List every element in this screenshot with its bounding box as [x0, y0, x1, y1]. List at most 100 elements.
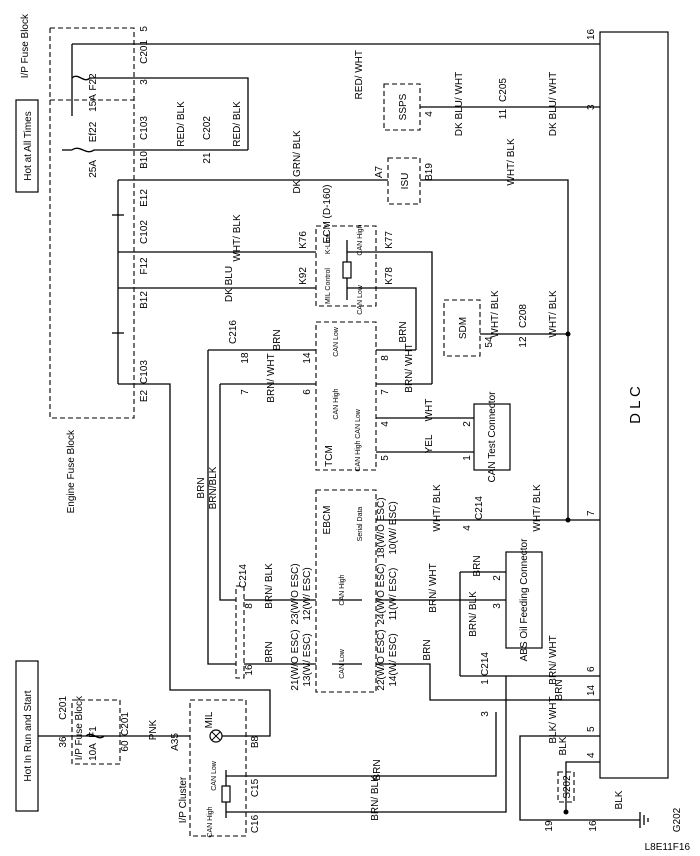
fuse-f22: F22 15A [71, 43, 142, 116]
wire-blk-wht-dlc5 [519, 735, 640, 821]
conn-k76: K76 [298, 231, 309, 249]
conn-k78: K78 [384, 267, 395, 285]
wire-blk-dlc4 [565, 761, 600, 812]
tcm-pin7: 7 [380, 389, 391, 395]
conn-c16: C16 [250, 814, 261, 833]
conn-c103: C103 [139, 116, 150, 140]
conn-b10: B10 [139, 151, 150, 169]
conn-e2: E2 [139, 389, 150, 402]
mil-label: MIL [204, 711, 215, 728]
ebcm-pin13: 13(W/ ESC) [302, 633, 313, 686]
s202-box [557, 771, 575, 803]
ebcm-label: EBCM [322, 506, 333, 535]
engine-fuse-block-label: Engine Fuse Block [66, 429, 77, 513]
ebcm-pin21: 21(W/O ESC) [290, 629, 301, 690]
wire-label-brn-dlc14: BRN [554, 679, 565, 700]
conn-c214-pin16: 16 [244, 664, 255, 676]
conn-f12: F12 [139, 257, 150, 275]
wire-label-dk-blu-wht-1: DK BLU/ WHT [454, 72, 465, 136]
conn-c201-pin5: 5 [139, 26, 150, 32]
ebcm-can-high: CAN High [339, 574, 346, 605]
ip-fuse-block-label: I/P Fuse Block [20, 13, 31, 78]
ctc-pin1: 1 [462, 455, 473, 461]
wire-isu-wht-blk [420, 179, 569, 520]
ground-symbol [639, 812, 649, 828]
ecm-resistor [342, 261, 352, 279]
wire-label-brn-tcm: BRN [398, 321, 409, 342]
wire-cluster-brn-blk [226, 676, 507, 813]
wire-label-brn-cluster: BRN [372, 759, 383, 780]
wire-label-brn-blk-ebcm: BRN/ BLK [264, 563, 275, 609]
can-test-connector-box [473, 403, 511, 471]
s202-label: S202 [562, 775, 573, 799]
wire-label-yel: YEL [424, 434, 435, 453]
ecm-box [315, 225, 377, 307]
wire-label-dk-blu-wht-2: DK BLU/ WHT [548, 72, 559, 136]
wire-label-brn-blk-long: BRN/BLK [208, 466, 219, 509]
ssps-pin4: 4 [424, 111, 435, 117]
ctc-pin2: 2 [462, 421, 473, 427]
dlc-pin4: 4 [586, 752, 597, 758]
wire-label-red-blk-1: RED/ BLK [176, 101, 187, 147]
tcm-pin4: 4 [380, 421, 391, 427]
tcm-can-low-2: CAN Low [355, 408, 362, 439]
wire-label-dk-grn-blk: DK GRN/ BLK [292, 130, 303, 194]
wire-label-blk-ground: BLK [614, 790, 625, 809]
conn-a35: A35 [170, 733, 181, 751]
conn-c202-pin21: 21 [202, 152, 213, 164]
conn-c202: C202 [202, 116, 213, 140]
conn-c15: C15 [250, 778, 261, 797]
can-test-connector-label: CAN Test Connector [487, 391, 498, 483]
ip-fuse-block-small-label: I/P Fuse Block [74, 695, 85, 760]
wire-brn-blk-long [219, 384, 236, 601]
conn-c205-pin11: 11 [498, 108, 509, 119]
ip-cluster-label: I/P Cluster [178, 776, 189, 823]
dlc-pin3: 3 [586, 104, 597, 110]
conn-c214c: C214 [480, 652, 491, 676]
ecm-k-line: K-Line [325, 234, 332, 254]
fuse-block-outline [49, 27, 135, 419]
ebcm-pin14: 14(W/ ESC) [388, 633, 399, 686]
conn-c201b-pin60: 60 [120, 740, 131, 752]
conn-b12: B12 [139, 291, 150, 309]
wire-label-brn-c214: BRN [422, 639, 433, 660]
fuse-f1 [85, 733, 105, 739]
svg-text:15A: 15A [88, 94, 99, 112]
cluster-can-high: CAN High [207, 806, 214, 837]
ip-cluster-box [189, 699, 247, 837]
conn-c214c-pin3: 3 [480, 711, 491, 717]
wire-label-brn-wht-1: BRN/ WHT [266, 353, 277, 402]
wire-label-blk-wht: BLK/ WHT [548, 696, 559, 743]
s202-pin19: 19 [544, 820, 555, 832]
conn-c214c-pin1: 1 [480, 679, 491, 685]
svg-text:25A: 25A [88, 160, 99, 178]
wire-label-brn-wht-ebcm: BRN/ WHT [428, 563, 439, 612]
wire-label-pnk: PNK [148, 719, 159, 740]
conn-k77: K77 [384, 231, 395, 249]
wire-label-brn-blk-abs: BRN/ BLK [468, 591, 479, 637]
wire-label-brn-ebcm: BRN [264, 641, 275, 662]
ebcm-pin11: 11(W/ ESC) [388, 568, 399, 621]
wire-label-brn-wht-tcm: BRN/ WHT [404, 343, 415, 392]
isu-box [387, 157, 421, 205]
tcm-can-high-1: CAN High [333, 388, 340, 419]
ip-fuse-block-small-box [71, 699, 121, 765]
conn-c216-pin18: 18 [240, 352, 251, 364]
conn-c208-pin12: 12 [518, 336, 529, 348]
wire-label-brn-blk-cluster: BRN/ BLK [370, 775, 381, 821]
tcm-can-high-2: CAN High [355, 440, 362, 471]
conn-c201: C201 [139, 40, 150, 64]
dlc-box [599, 31, 669, 779]
ebcm-pin22: 22(W/O ESC) [376, 629, 387, 690]
wire-ecm-can-high [376, 251, 433, 384]
wire-label-red-blk-2: RED/ BLK [232, 101, 243, 147]
dlc-pin7: 7 [586, 510, 597, 516]
conn-k92: K92 [298, 267, 309, 285]
wire-label-wht-blk-sdm: WHT/ BLK [490, 290, 501, 338]
ebcm-serial-data: Serial Data [357, 507, 364, 542]
conn-c216: C216 [228, 320, 239, 344]
ecm-label: ECM (D-160) [322, 185, 333, 244]
tcm-pin5: 5 [380, 455, 391, 461]
sdm-label: SDM [458, 317, 469, 339]
fuse-f1-rating: 10A [88, 743, 99, 761]
